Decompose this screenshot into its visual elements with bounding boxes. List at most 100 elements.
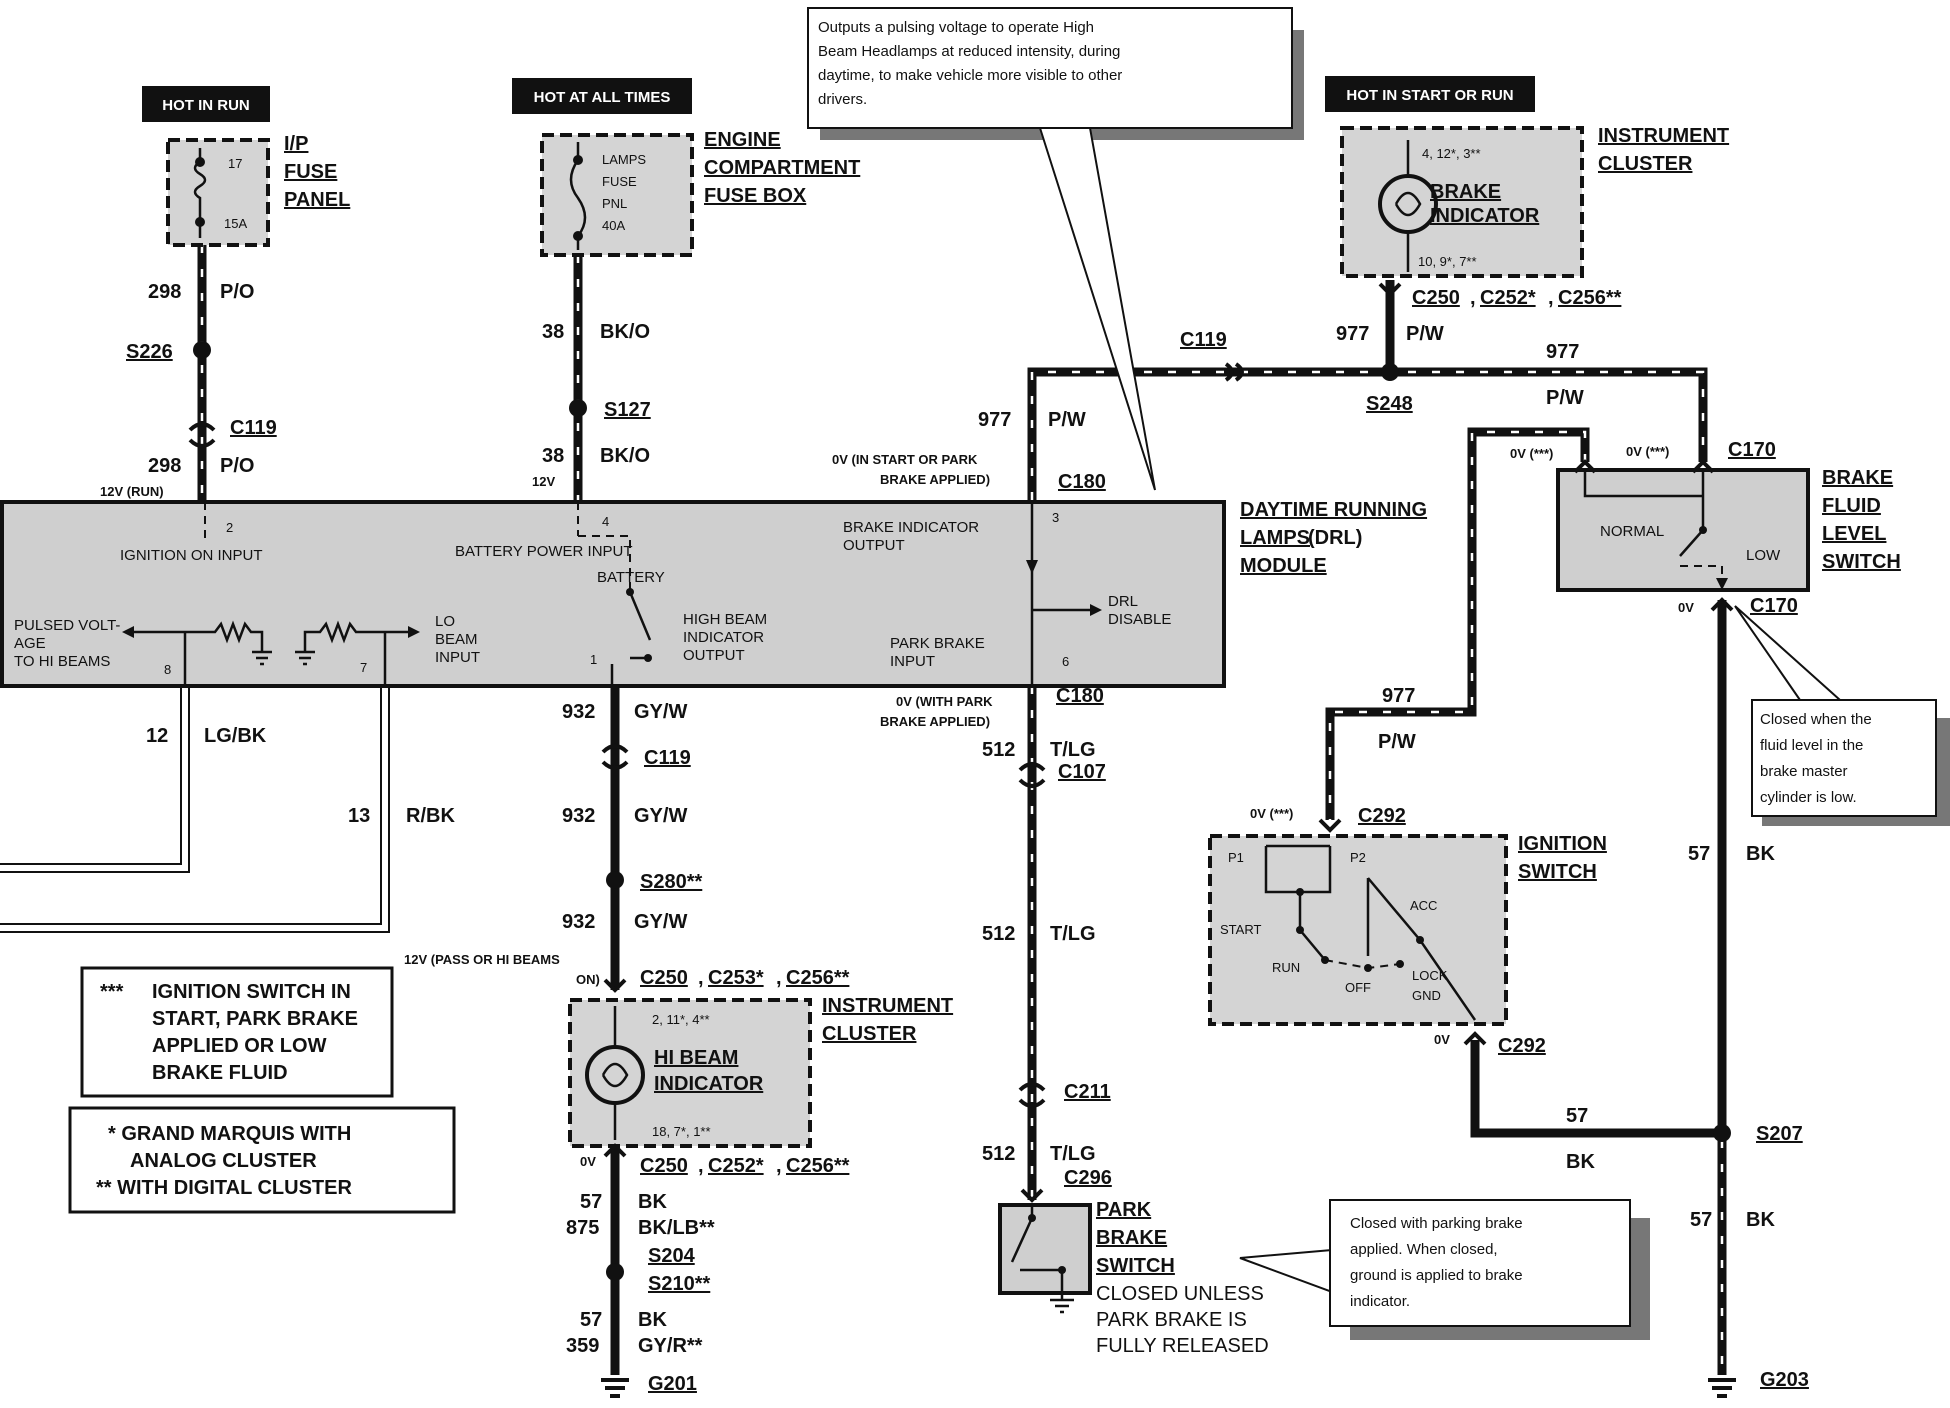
ground-g201 [601,1378,629,1398]
svg-text:FULLY RELEASED: FULLY RELEASED [1096,1335,1269,1357]
svg-text:TO HI BEAMS: TO HI BEAMS [14,653,110,670]
svg-text:C119: C119 [1180,329,1227,351]
instrument-cluster-bottom: 2, 11*, 4** 18, 7*, 1** HI BEAM INDICATO… [568,995,953,1148]
svg-text:BRAKE: BRAKE [1430,181,1501,203]
svg-text:0V (***): 0V (***) [1626,444,1669,459]
svg-text:P2: P2 [1350,850,1366,865]
svg-text:ACC: ACC [1410,898,1437,913]
svg-text:40A: 40A [602,218,625,233]
svg-text:BEAM: BEAM [435,631,478,648]
svg-text:0V: 0V [580,1154,596,1169]
svg-text:GND: GND [1412,988,1441,1003]
splice-s226 [193,341,211,359]
park-brake-switch: PARK BRAKE SWITCH CLOSED UNLESS PARK BRA… [998,1199,1269,1357]
svg-text:875: 875 [566,1217,599,1239]
svg-text:4: 4 [602,514,609,529]
svg-text:,: , [1470,287,1476,309]
svg-text:HOT IN START OR RUN: HOT IN START OR RUN [1346,87,1513,104]
svg-text:C250: C250 [640,1155,688,1177]
svg-text:C180: C180 [1056,685,1104,707]
svg-text:indicator.: indicator. [1350,1293,1410,1310]
svg-text:COMPARTMENT: COMPARTMENT [704,157,860,179]
svg-text:P1: P1 [1228,850,1244,865]
svg-text:C296: C296 [1064,1167,1112,1189]
svg-text:OFF: OFF [1345,980,1371,995]
connector-c250-top: C250 [1412,287,1460,309]
svg-text:18, 7*, 1**: 18, 7*, 1** [652,1124,711,1139]
svg-text:57: 57 [1566,1105,1588,1127]
svg-text:S207: S207 [1756,1123,1803,1145]
svg-text:57: 57 [1688,843,1710,865]
svg-text:brake master: brake master [1760,763,1848,780]
svg-text:LAMPS: LAMPS [602,152,646,167]
svg-text:BK: BK [638,1191,667,1213]
svg-text:57: 57 [580,1191,602,1213]
svg-text:C292: C292 [1358,805,1406,827]
svg-text:BK/O: BK/O [600,445,650,467]
svg-text:512: 512 [982,923,1015,945]
svg-text:BK/O: BK/O [600,321,650,343]
svg-text:0V (WITH PARK: 0V (WITH PARK [896,694,993,709]
svg-text:HI BEAM: HI BEAM [654,1047,738,1069]
svg-text:BK/LB**: BK/LB** [638,1217,715,1239]
svg-text:HOT AT ALL TIMES: HOT AT ALL TIMES [534,89,671,106]
svg-text:BATTERY POWER INPUT: BATTERY POWER INPUT [455,543,633,560]
svg-text:P/W: P/W [1378,731,1416,753]
svg-text:12: 12 [146,725,168,747]
svg-text:APPLIED OR LOW: APPLIED OR LOW [152,1035,327,1057]
svg-text:(DRL): (DRL) [1308,527,1362,549]
svg-text:PARK: PARK [1096,1199,1152,1221]
svg-text:GY/W: GY/W [634,701,687,723]
callout-fluid-level: Closed when the fluid level in the brake… [1734,605,1950,826]
svg-text:BK: BK [1746,1209,1775,1231]
drl-module-title: DAYTIME RUNNING LAMPS (DRL) MODULE [1240,499,1427,577]
svg-text:START: START [1220,922,1261,937]
svg-text:932: 932 [562,701,595,723]
svg-text:HOT IN RUN: HOT IN RUN [162,97,250,114]
svg-text:INDICATOR: INDICATOR [1430,205,1540,227]
svg-text:15A: 15A [224,216,247,231]
splice-s127 [569,399,587,417]
svg-text:PULSED VOLT-: PULSED VOLT- [14,617,120,634]
svg-text:BRAKE APPLIED): BRAKE APPLIED) [880,714,990,729]
svg-text:** WITH DIGITAL CLUSTER: ** WITH DIGITAL CLUSTER [96,1177,352,1199]
svg-text:C211: C211 [1064,1081,1111,1103]
legend-ignition-switch-note: *** IGNITION SWITCH IN START, PARK BRAKE… [80,966,394,1098]
svg-text:CLUSTER: CLUSTER [1598,153,1693,175]
svg-text:GY/W: GY/W [634,805,687,827]
svg-text:DISABLE: DISABLE [1108,611,1171,628]
drl-module: IGNITION ON INPUT BATTERY POWER INPUT BR… [0,500,1226,688]
svg-text:MODULE: MODULE [1240,555,1327,577]
svg-text:INPUT: INPUT [435,649,480,666]
svg-text:,: , [776,1155,782,1177]
svg-text:7: 7 [360,660,367,675]
svg-text:INPUT: INPUT [890,653,935,670]
svg-text:P/W: P/W [1406,323,1444,345]
svg-text:C250: C250 [640,967,688,989]
svg-text:daytime, to make vehicle more: daytime, to make vehicle more visible to… [818,67,1122,84]
splice-s280 [606,871,624,889]
svg-text:512: 512 [982,1143,1015,1165]
svg-text:CLOSED UNLESS: CLOSED UNLESS [1096,1283,1264,1305]
svg-text:BRAKE APPLIED): BRAKE APPLIED) [880,472,990,487]
svg-text:359: 359 [566,1335,599,1357]
svg-text:0V: 0V [1678,600,1694,615]
svg-text:FUSE: FUSE [602,174,637,189]
svg-text:S280**: S280** [640,871,702,893]
svg-text:IGNITION: IGNITION [1518,833,1607,855]
svg-text:2, 11*, 4**: 2, 11*, 4** [652,1012,710,1027]
svg-text:INSTRUMENT: INSTRUMENT [822,995,953,1017]
svg-text:ENGINE: ENGINE [704,129,781,151]
svg-text:BRAKE INDICATOR: BRAKE INDICATOR [843,519,979,536]
svg-text:G201: G201 [648,1373,697,1395]
svg-text:* GRAND MARQUIS WITH: * GRAND MARQUIS WITH [108,1123,351,1145]
svg-text:DRL: DRL [1108,593,1138,610]
svg-text:INDICATOR: INDICATOR [654,1073,764,1095]
svg-text:S210**: S210** [648,1273,710,1295]
svg-text:BK: BK [638,1309,667,1331]
svg-text:LO: LO [435,613,455,630]
svg-text:932: 932 [562,805,595,827]
svg-text:GY/W: GY/W [634,911,687,933]
ip-fuse-panel: 17 15A I/P FUSE PANEL [166,133,350,247]
